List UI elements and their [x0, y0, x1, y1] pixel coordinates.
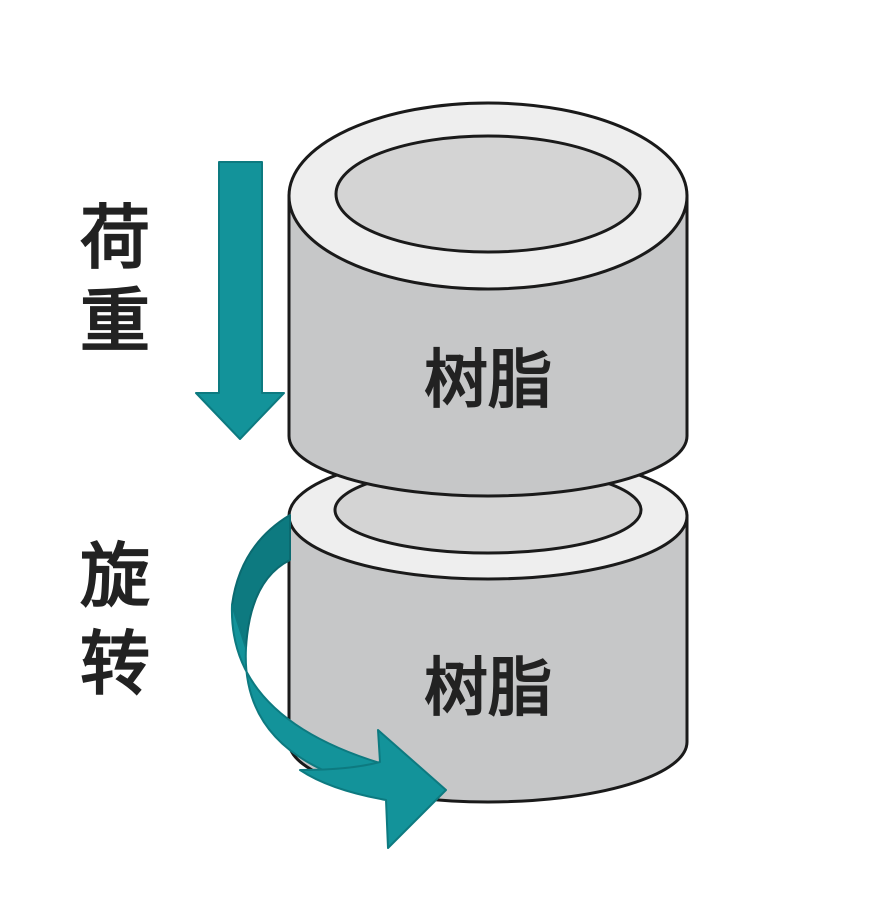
lower-cylinder-label: 树脂: [424, 652, 552, 726]
load-down-arrow-icon: [195, 161, 285, 440]
rotation-label-char-2: 转: [80, 623, 150, 705]
upper-cylinder: 树脂: [287, 101, 689, 498]
lower-cylinder: 树脂: [287, 451, 689, 804]
upper-cylinder-label: 树脂: [424, 344, 552, 418]
load-label-char-1: 荷: [80, 197, 150, 279]
rotation-label-char-1: 旋: [80, 535, 150, 617]
rotation-arrow-icon: [230, 514, 447, 849]
lower-cylinder-side: [287, 514, 689, 804]
upper-cylinder-hole: [334, 134, 642, 254]
load-label-char-2: 重: [80, 280, 150, 362]
